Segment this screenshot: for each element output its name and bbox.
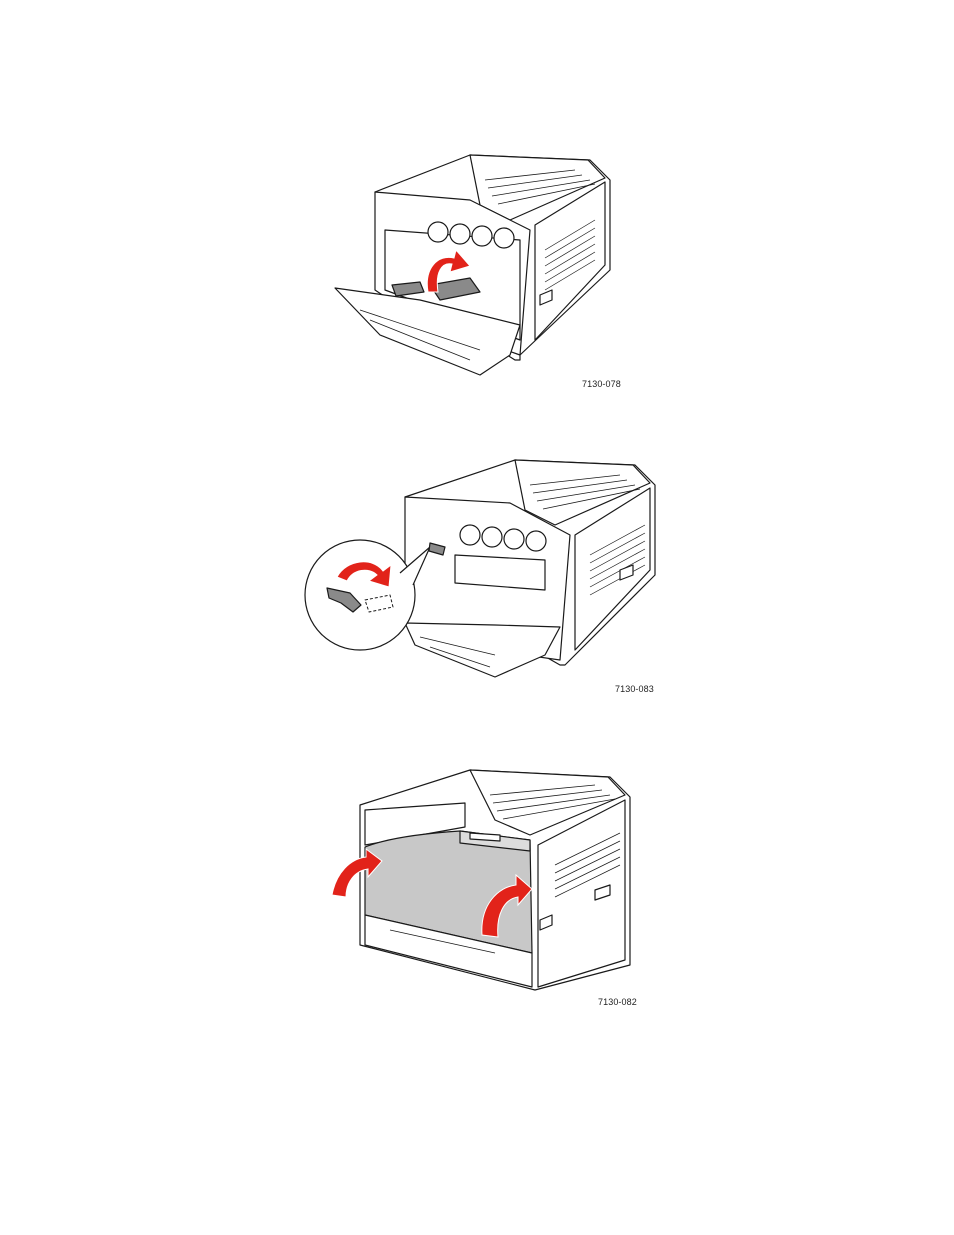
figure-code: 7130-083: [615, 684, 654, 694]
printer-illustration-2: [295, 455, 665, 700]
printer-illustration-3: [320, 765, 650, 1010]
figure-code: 7130-078: [582, 379, 621, 389]
figure-printer-lever-raise: 7130-078: [320, 150, 640, 395]
figure-code: 7130-082: [598, 997, 637, 1007]
printer-illustration-1: [320, 150, 640, 395]
figure-printer-lever-rotate: 7130-083: [295, 455, 665, 700]
figure-printer-door-close: 7130-082: [320, 765, 650, 1010]
